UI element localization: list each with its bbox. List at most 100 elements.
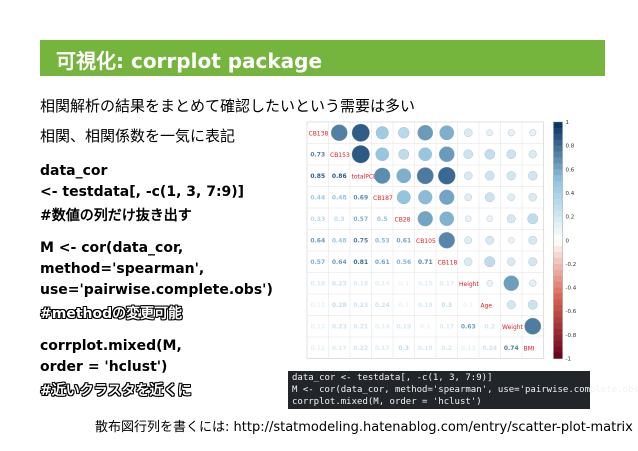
- corr-value: 0.13: [461, 345, 476, 352]
- colorbar-segment: [553, 352, 563, 359]
- colorbar-segment: [553, 216, 563, 223]
- colorbar-segment: [553, 234, 563, 241]
- corr-circle: [527, 213, 539, 225]
- colorbar-segment: [553, 122, 563, 129]
- corr-value: 0.1: [463, 302, 474, 309]
- corr-value: 0.28: [332, 302, 347, 309]
- corr-circle: [351, 145, 370, 164]
- corr-value: 0.19: [418, 302, 433, 309]
- corr-circle: [529, 279, 537, 287]
- colorbar-tick-label: -0.8: [566, 333, 577, 339]
- colorbar-segment: [553, 346, 563, 353]
- code-line-2: M <- cor(data_cor, method='spearman', us…: [292, 385, 638, 395]
- corr-value: 0.17: [439, 281, 454, 288]
- corr-value: 0.14: [375, 281, 390, 288]
- code-comment-1: data_cor: [40, 163, 108, 179]
- corr-value: 0.48: [332, 195, 347, 202]
- corr-circle: [416, 167, 434, 185]
- colorbar-segment: [553, 133, 563, 141]
- corr-circle: [506, 149, 516, 159]
- corr-value: 0.81: [353, 259, 368, 266]
- corr-value: 0.53: [375, 238, 390, 245]
- corr-circle: [464, 128, 473, 137]
- corr-value: 0.61: [396, 238, 411, 245]
- code-comment-7: #methodの変更可能: [40, 306, 183, 322]
- corr-value: 0.71: [418, 259, 433, 266]
- corr-value: 0.17: [439, 324, 454, 331]
- corr-value: 0.63: [461, 324, 476, 331]
- colorbar-segment: [553, 323, 563, 330]
- corr-value: 0.19: [396, 324, 411, 331]
- colorbar-segment: [553, 287, 563, 294]
- corr-circle: [528, 150, 537, 159]
- corr-value: 0.64: [310, 238, 325, 245]
- colorbar-segment: [553, 228, 563, 235]
- colorbar-segment: [553, 269, 563, 277]
- variable-label: Age: [481, 302, 493, 309]
- corr-value: 0.3: [398, 345, 409, 352]
- colorbar-segment: [553, 204, 563, 212]
- corr-value: 0.2: [484, 324, 495, 331]
- corr-circle: [465, 215, 472, 222]
- colorbar-segment: [553, 311, 563, 318]
- intro-line-2: 相関、相関係数を一気に表記: [40, 127, 236, 145]
- code-comment-10: #近いクラスタを近くに: [40, 383, 192, 399]
- colorbar-segment: [553, 334, 563, 342]
- code-line-1: data_cor <- testdata[, -c(1, 3, 7:9)]: [292, 373, 493, 383]
- colorbar-tick-label: 0.8: [566, 144, 575, 150]
- corr-circle: [486, 215, 493, 222]
- corr-value: 0.17: [375, 345, 390, 352]
- colorbar-tick-label: 0.6: [566, 167, 575, 173]
- page-title: 可視化: corrplot package: [56, 49, 323, 73]
- corr-circle: [375, 126, 389, 140]
- colorbar-segment: [553, 151, 563, 158]
- corr-value: 0.23: [332, 324, 347, 331]
- corr-value: 0.57: [310, 259, 325, 266]
- colorbar-segment: [553, 181, 563, 188]
- colorbar-segment: [553, 198, 563, 206]
- corr-circle: [506, 214, 516, 224]
- corr-circle: [486, 129, 494, 137]
- corr-value: 0.2: [441, 345, 452, 352]
- corr-circle: [507, 129, 515, 137]
- corr-value: 0.73: [310, 152, 325, 159]
- colorbar-tick-label: -0.4: [566, 286, 577, 292]
- corr-value: 0.3: [441, 302, 452, 309]
- variable-label: CB28: [395, 216, 411, 223]
- corr-value: 0.15: [418, 281, 433, 288]
- corr-value: 0.33: [310, 216, 325, 223]
- colorbar-segment: [553, 317, 563, 324]
- corr-circle: [524, 317, 542, 335]
- variable-label: BMI: [524, 345, 535, 352]
- colorbar-segment: [553, 257, 563, 265]
- corr-circle: [527, 299, 538, 310]
- corr-value: 0.18: [353, 281, 368, 288]
- corr-value: 0.19: [418, 345, 433, 352]
- colorbar-segment: [553, 263, 563, 271]
- colorbar-segment: [553, 187, 563, 194]
- corr-value: 0.21: [353, 324, 368, 331]
- corr-circle: [528, 171, 538, 181]
- corr-value: 0.17: [332, 345, 347, 352]
- corr-circle: [439, 125, 455, 141]
- footer-link-text[interactable]: 散布図行列を書くには: http://statmodeling.hatenabl…: [95, 420, 633, 435]
- variable-label: CB105: [416, 238, 436, 245]
- corr-circle: [417, 211, 433, 227]
- colorbar-segment: [553, 169, 563, 176]
- corr-value: 0.12: [310, 324, 325, 331]
- corr-value: 0.1: [398, 302, 409, 309]
- corr-value: 0.23: [353, 302, 368, 309]
- colorbar-segment: [553, 293, 563, 300]
- corr-circle: [528, 193, 537, 202]
- colorbar-segment: [553, 127, 563, 135]
- code-comment-8: corrplot.mixed(M,: [40, 338, 182, 354]
- corr-circle: [375, 147, 390, 162]
- corr-circle: [506, 300, 516, 310]
- corr-circle: [506, 171, 516, 181]
- code-comment-4: M <- cor(data_cor,: [40, 240, 184, 256]
- corr-circle: [398, 148, 410, 160]
- corr-circle: [438, 167, 456, 185]
- corr-circle: [464, 257, 473, 266]
- colorbar-segment: [553, 145, 563, 152]
- corr-value: 0.64: [332, 259, 347, 266]
